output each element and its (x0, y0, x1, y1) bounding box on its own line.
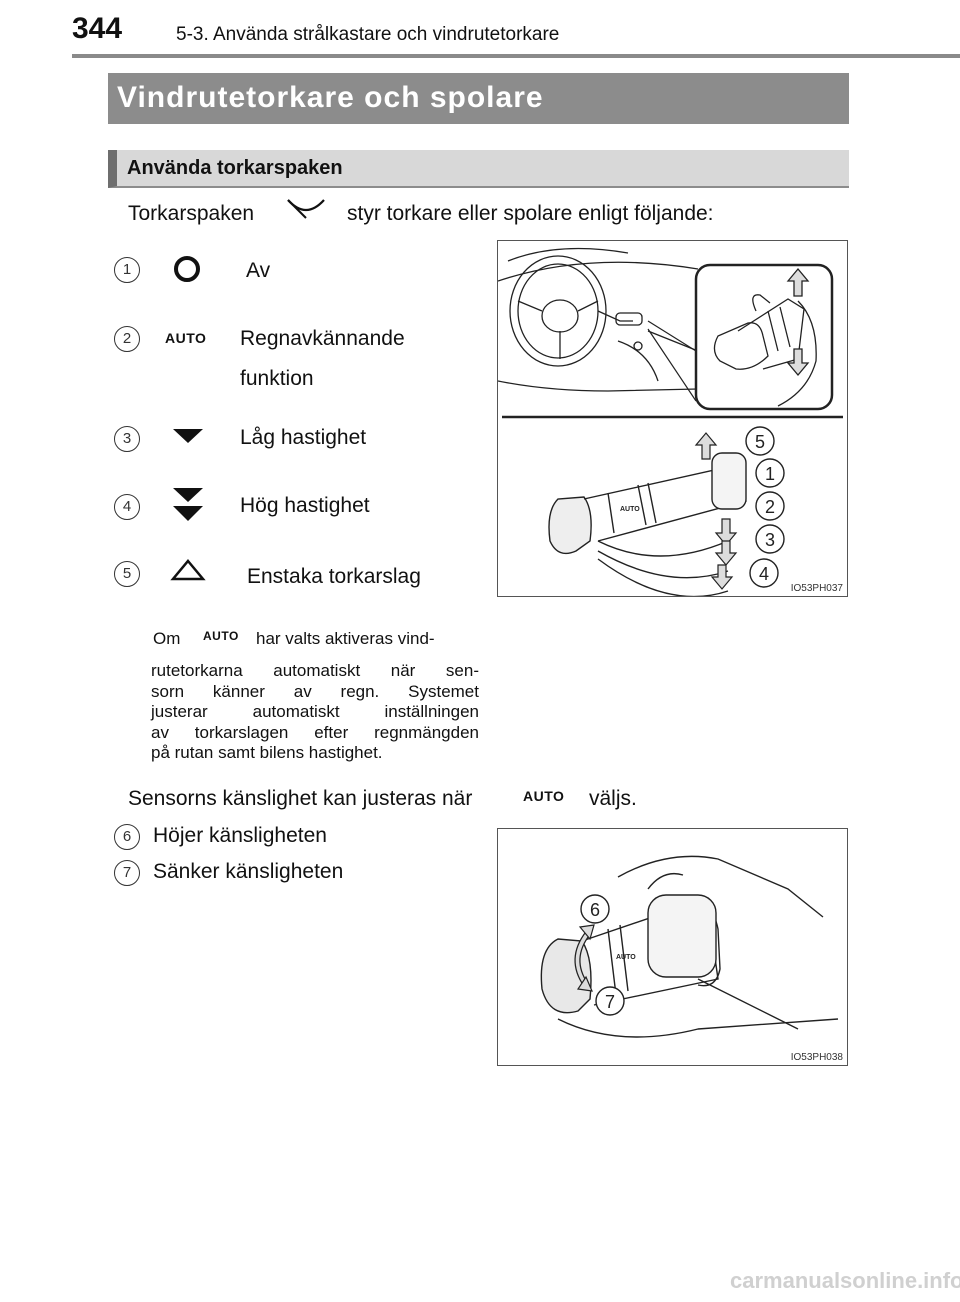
item-label-rain-sensing: Regnavkännande (240, 327, 405, 350)
sensitivity-auto-icon: AUTO (523, 788, 565, 804)
callout-6: 6 (590, 900, 600, 920)
note-line-6: på rutan samt bilens hastighet. (151, 743, 383, 762)
off-circle-icon (174, 256, 200, 282)
note-line-5: av torkarslagen efter regnmängden (151, 722, 479, 742)
note-line-1: har valts aktiveras vind- (256, 629, 435, 648)
sensitivity-illustration: AUTO 6 7 (540, 855, 839, 1038)
note-line-3: sorn känner av regn. Systemet (151, 681, 479, 701)
callout-3: 3 (765, 530, 775, 550)
item-label-low-speed: Låg hastighet (240, 426, 367, 449)
callout-4: 4 (759, 564, 769, 584)
note-line-2: rutetorkarna automatiskt när sen- (151, 661, 479, 680)
sensitivity-after: väljs. (589, 787, 637, 810)
intro-text-after: styr torkare eller spolare enligt följan… (347, 202, 714, 225)
single-wipe-icon (170, 559, 206, 581)
figure-sensitivity-ring: AUTO 6 7 IO53PH038 (497, 828, 848, 1066)
wiper-icon (287, 199, 325, 219)
item-label-single-wipe: Enstaka torkarslag (247, 565, 421, 588)
note-line-4: justerar automatiskt inställningen (151, 702, 479, 721)
callout-7: 7 (605, 992, 615, 1012)
item-number-3: 3 (114, 426, 140, 452)
item-label-rain-sensing-2: funktion (240, 367, 314, 390)
item-label-high-speed: Hög hastighet (240, 494, 370, 517)
item-number-6: 6 (114, 824, 140, 850)
page-number: 344 (72, 12, 123, 45)
low-speed-icon (173, 429, 203, 443)
figure-code-2: IO53PH038 (790, 1052, 843, 1063)
callout-1: 1 (765, 464, 775, 484)
watermark: carmanualsonline.info (730, 1268, 960, 1293)
intro-text-before: Torkarspaken (128, 202, 255, 225)
ring-auto-label: AUTO (616, 954, 636, 961)
note-om: Om (153, 629, 181, 648)
item-number-4: 4 (114, 494, 140, 520)
note-paragraph: rutetorkarna automatiskt när sen- sorn k… (151, 661, 479, 764)
high-speed-icon (173, 488, 203, 521)
sensitivity-before: Sensorns känslighet kan justeras när (128, 787, 473, 810)
header-rule (72, 54, 960, 58)
item-number-2: 2 (114, 326, 140, 352)
section-title: Använda torkarspaken (108, 150, 849, 188)
auto-icon: AUTO (165, 330, 207, 346)
item-number-5: 5 (114, 561, 140, 587)
note-auto-icon: AUTO (203, 629, 239, 643)
callout-5: 5 (755, 432, 765, 452)
main-title: Vindrutetorkare och spolare (108, 73, 849, 124)
item-label-increase-sensitivity: Höjer känsligheten (153, 824, 327, 847)
chapter-heading: 5-3. Använda strålkastare och vindruteto… (176, 24, 560, 45)
lever-auto-label: AUTO (620, 506, 640, 513)
item-label-decrease-sensitivity: Sänker känsligheten (153, 860, 344, 883)
callout-2: 2 (765, 497, 775, 517)
wiper-lever-illustration: AUTO 5 1 2 3 4 (497, 247, 843, 598)
item-number-1: 1 (114, 257, 140, 283)
figure-code-1: IO53PH037 (790, 583, 843, 594)
item-number-7: 7 (114, 860, 140, 886)
figure-wiper-lever: AUTO 5 1 2 3 4 IO53PH037 (497, 240, 848, 598)
item-label-off: Av (246, 259, 271, 282)
